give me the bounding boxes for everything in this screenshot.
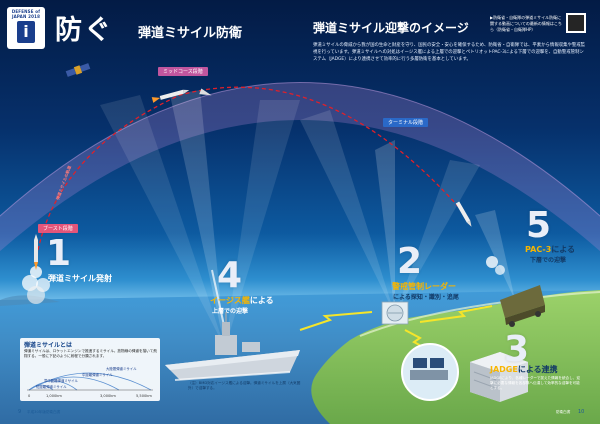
link-pac3-radar (419, 305, 493, 323)
aegis-ship (165, 312, 300, 381)
info-box: 弾道ミサイルとは 弾道ミサイルは、ロケットエンジンで推進するミサイル。放物線の弾… (20, 338, 160, 401)
axis-tick: 0 (28, 394, 31, 398)
step-4-number: 4 (217, 255, 243, 296)
video-note: ▶防衛省・自衛隊の弾道ミサイル防衛に関する動画についての最新の情報はこちら（防衛… (490, 15, 562, 32)
axis-tick: 3,000km (100, 394, 116, 398)
aegis-interceptor-trail (211, 269, 226, 331)
info-body: 弾道ミサイルは、ロケットエンジンで推進するミサイル。放物線の弾道を描いて飛翔する… (24, 349, 157, 358)
satellite (65, 63, 91, 77)
step-1-number: 1 (46, 233, 72, 274)
step-3-label: JADGEによる連携 (490, 364, 558, 375)
phase-midcourse: ミッドコース段階 (158, 67, 208, 76)
step-4-emphasis: イージス艦 (210, 296, 250, 305)
step-5-text: による (551, 245, 576, 254)
step-2-label: 警戒管制レーダー (392, 281, 456, 292)
range-diagram (27, 372, 153, 391)
page-subtitle: 弾道ミサイル防衛 (138, 26, 243, 41)
trajectory-line (37, 86, 471, 251)
launch-missile (22, 234, 50, 304)
diagram-intro: 弾道ミサイルの脅威から我が国の生命と財産を守り、国民の安全・安心を確保するため、… (313, 43, 586, 62)
axis-tick: 5,500km (136, 394, 152, 398)
qr-code[interactable] (566, 13, 586, 33)
range-srbm: 短距離弾道ミサイル (36, 385, 67, 389)
atmosphere-band (0, 82, 600, 252)
step-4-sub: 上層での迎撃 (212, 308, 249, 315)
step-3-number: 3 (504, 329, 530, 370)
step-2-emphasis: 警戒管制レーダー (392, 282, 456, 291)
step-3-emphasis: JADGE (490, 365, 518, 374)
phase-terminal: ターミナル段階 (383, 118, 429, 127)
step-5-label: PAC-3による (525, 244, 575, 255)
badge-number: i (17, 21, 35, 43)
jadge-console (401, 343, 459, 401)
edition-badge: DEFENSE of JAPAN 2018 i (7, 7, 45, 49)
step-4-text: による (249, 296, 274, 305)
step-1-label: 弾道ミサイル発射 (48, 274, 112, 283)
info-title: 弾道ミサイルとは (24, 342, 73, 349)
midcourse-warhead (199, 88, 212, 96)
footer-right-text: 防衛白書 (556, 410, 571, 414)
range-mrbm: 準中距離弾道ミサイル (44, 379, 78, 383)
terminal-missile (455, 201, 472, 227)
step-5-number: 5 (526, 205, 552, 246)
step-5-emphasis: PAC-3 (525, 245, 552, 254)
midcourse-missile (151, 89, 190, 103)
step-4-label: イージス艦による (210, 295, 274, 306)
range-irbm: 中距離弾道ミサイル (82, 373, 113, 377)
axis-tick: 1,000km (46, 394, 62, 398)
jadge-note: JADGEにより、各種レーダーで捉えた情報を統合し、迎撃に必要な情報を各部隊へ伝… (490, 376, 580, 390)
step-3-text: による連携 (517, 365, 558, 374)
step-2-number: 2 (397, 241, 423, 282)
pac3-launcher (500, 285, 545, 327)
radar-site (381, 301, 409, 325)
diagram-title: 弾道ミサイル迎撃のイメージ (313, 21, 469, 35)
page-title: 防ぐ (55, 15, 113, 46)
link-ship-radar (299, 311, 373, 331)
jadge-building (470, 352, 528, 402)
aegis-note: （注）BMD対応イージス艦による迎撃。弾道ミサイルを上層（大気圏外）で迎撃する。 (188, 381, 301, 390)
phase-boost: ブースト段階 (38, 224, 78, 233)
badge-text: DEFENSE of JAPAN 2018 (11, 9, 41, 19)
range-icbm: 大陸間弾道ミサイル (106, 367, 137, 371)
step-5-sub: 下層での迎撃 (530, 257, 567, 264)
page-number-left: 9 (18, 409, 22, 415)
footer-left-text: 平成30年版防衛白書 (27, 410, 61, 414)
page-number-right: 10 (578, 409, 585, 415)
step-2-sub: による探知・識別・追尾 (393, 294, 459, 301)
